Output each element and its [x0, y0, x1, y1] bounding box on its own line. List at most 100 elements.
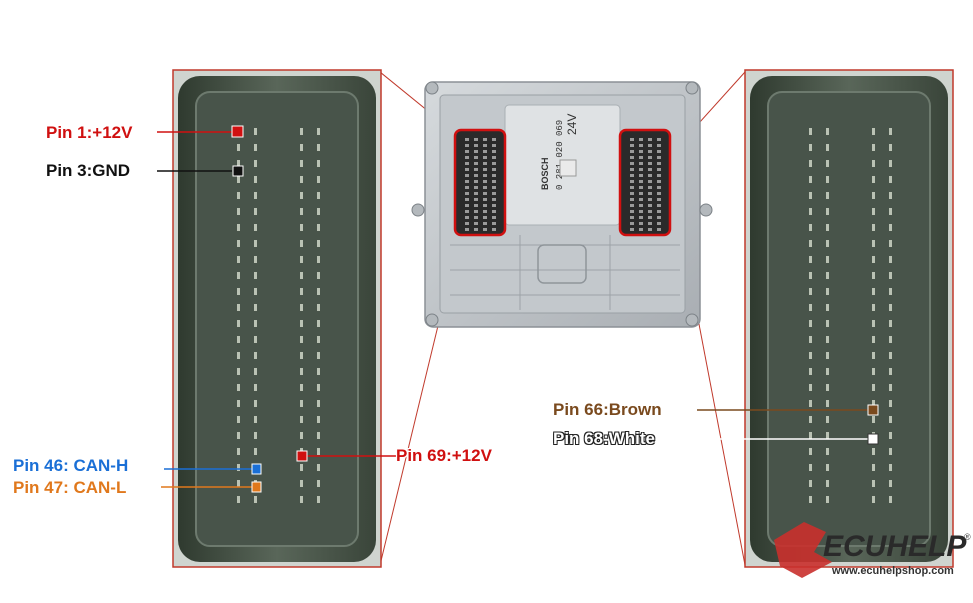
ecu-pin [465, 216, 469, 219]
ecu-pin [465, 174, 469, 177]
left-connector [172, 69, 382, 568]
ecu-pin [465, 222, 469, 225]
connector-pin [889, 144, 892, 151]
connector-pin [809, 144, 812, 151]
connector-pin [300, 176, 303, 183]
connector-pin [237, 144, 240, 151]
ecu-pin [639, 204, 643, 207]
ecu-pin [492, 216, 496, 219]
connector-pin [889, 208, 892, 215]
connector-pin [254, 208, 257, 215]
ecu-pin [657, 174, 661, 177]
connector-pin [237, 304, 240, 311]
ecu-pin [630, 216, 634, 219]
connector-pin [826, 480, 829, 487]
connector-pin [872, 304, 875, 311]
ecu-pin [474, 168, 478, 171]
connector-pin [254, 144, 257, 151]
connector-pin [237, 400, 240, 407]
connector-pin [872, 320, 875, 327]
ecu-pin [492, 138, 496, 141]
connector-pin [809, 416, 812, 423]
connector-pin [237, 448, 240, 455]
ecu-pin [657, 144, 661, 147]
ecu-pin [630, 228, 634, 231]
ecu-pin [492, 204, 496, 207]
ecu-pin [657, 180, 661, 183]
ecu-pin [492, 192, 496, 195]
ecu-pin [465, 186, 469, 189]
right-connector [744, 69, 954, 568]
connector-pin [237, 464, 240, 471]
connector-pin [300, 400, 303, 407]
logo-registered-mark: ® [964, 532, 971, 542]
connector-pin [889, 448, 892, 455]
connector-pin [300, 464, 303, 471]
ecu-pin [657, 216, 661, 219]
ecu-brand-text: BOSCH [540, 157, 550, 190]
ecu-connector-pins [465, 138, 661, 231]
ecu-pin [474, 228, 478, 231]
connector-pin [826, 496, 829, 503]
connector-pin [809, 256, 812, 263]
ecu-pin [657, 228, 661, 231]
connector-pin [872, 384, 875, 391]
ecu-pin [492, 168, 496, 171]
connector-pin [300, 208, 303, 215]
connector-pin [872, 240, 875, 247]
pin69-marker [296, 450, 308, 462]
connector-pin [237, 384, 240, 391]
connector-pin [826, 432, 829, 439]
connector-pin [300, 144, 303, 151]
connector-pin [300, 416, 303, 423]
connector-pin [889, 496, 892, 503]
pin-markers [231, 125, 879, 493]
connector-pin [237, 480, 240, 487]
connector-pin [826, 288, 829, 295]
connector-pin [889, 320, 892, 327]
ecu-pin [465, 180, 469, 183]
ecu-pin [465, 198, 469, 201]
ecu-pin [648, 204, 652, 207]
ecu-pin [465, 168, 469, 171]
connector-pin [237, 192, 240, 199]
connector-pin [826, 352, 829, 359]
ecu-pin [483, 198, 487, 201]
connector-pin [872, 208, 875, 215]
connector-pin [317, 256, 320, 263]
ecu-pin [639, 198, 643, 201]
ecu-pin [492, 228, 496, 231]
connector-pin [809, 448, 812, 455]
connector-pin [809, 368, 812, 375]
connector-pin [826, 192, 829, 199]
ecu-pin [474, 150, 478, 153]
connector-pin [826, 320, 829, 327]
connector-pin [237, 240, 240, 247]
ecu-pin [657, 138, 661, 141]
ecu-pin [483, 216, 487, 219]
connector-pin [809, 432, 812, 439]
leader-lines [157, 131, 868, 488]
connector-pin [889, 480, 892, 487]
connector-pin [809, 496, 812, 503]
ecu-pin [483, 186, 487, 189]
pin46-marker [251, 463, 262, 475]
connector-pin [872, 368, 875, 375]
ecu-pin [648, 168, 652, 171]
ecu-pin [474, 210, 478, 213]
connector-pin [317, 496, 320, 503]
connector-pin [317, 160, 320, 167]
connector-pin [809, 176, 812, 183]
connector-pin [254, 192, 257, 199]
logo-url: www.ecuhelpshop.com [832, 565, 954, 577]
connector-pin [300, 368, 303, 375]
connector-pin [237, 432, 240, 439]
connector-pin [317, 464, 320, 471]
connector-pin [317, 240, 320, 247]
connector-pin [872, 272, 875, 279]
ecu-pin [639, 192, 643, 195]
connector-pin [300, 336, 303, 343]
connector-pin [254, 320, 257, 327]
connector-pin [254, 240, 257, 247]
